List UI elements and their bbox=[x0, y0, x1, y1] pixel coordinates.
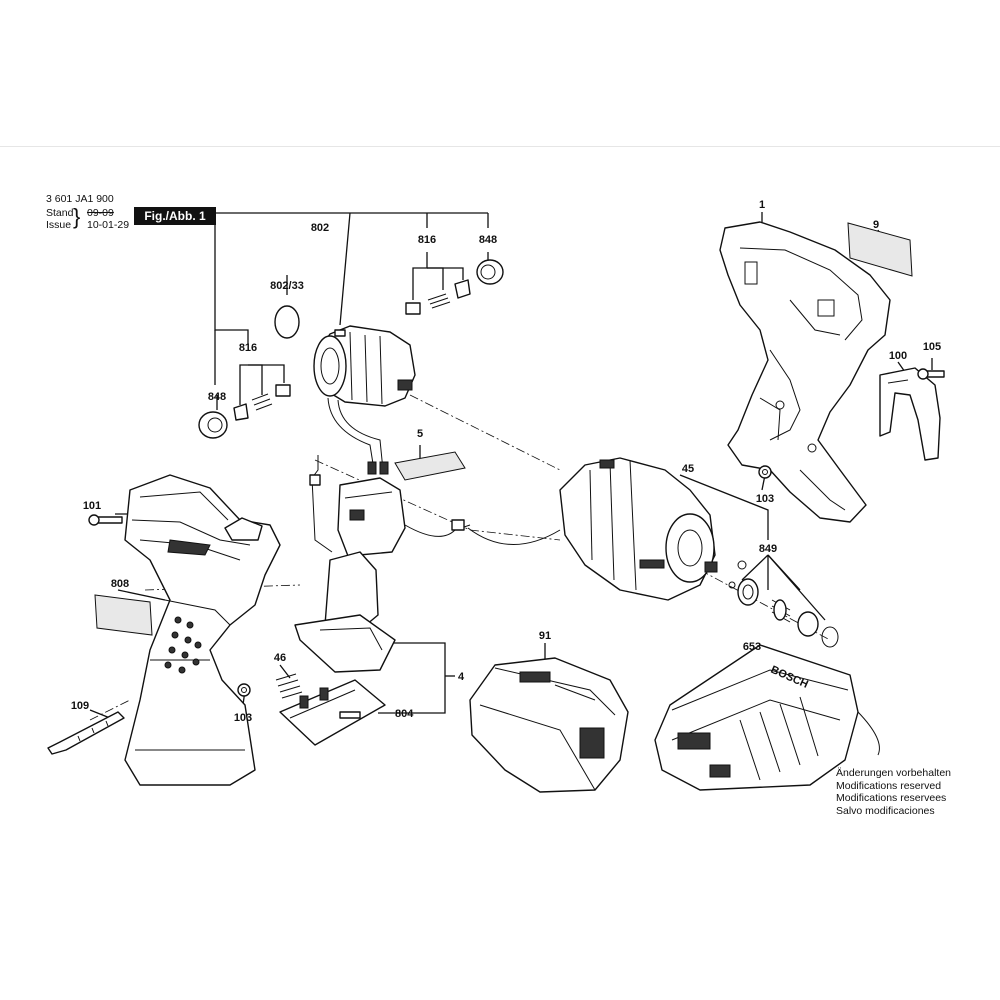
callout-816-upper: 816 bbox=[418, 234, 436, 246]
bearing-lower bbox=[198, 411, 228, 439]
date-brace: } bbox=[73, 204, 81, 229]
callout-849: 849 bbox=[759, 543, 777, 555]
callout-labels: 1 9 100 105 103 45 849 802 816 848 802/3… bbox=[71, 199, 941, 724]
callout-848-upper: 848 bbox=[479, 234, 497, 246]
chuck-parts bbox=[728, 560, 839, 648]
gear-housing bbox=[559, 457, 718, 601]
callout-103-upper: 103 bbox=[756, 493, 774, 505]
callout-848-lower: 848 bbox=[208, 391, 226, 403]
callout-101: 101 bbox=[83, 500, 101, 512]
stand-date: 09-09 bbox=[87, 207, 114, 219]
motor-assembly bbox=[313, 325, 416, 475]
top-rule bbox=[0, 146, 1000, 147]
modifications-line-de: Änderungen vorbehalten bbox=[836, 767, 952, 779]
callout-802: 802 bbox=[311, 222, 329, 234]
figure-badge: Fig./Abb. 1 bbox=[134, 207, 216, 225]
bearing-upper bbox=[476, 259, 504, 285]
part-number: 3 601 JA1 900 bbox=[46, 193, 114, 205]
nut-lower bbox=[237, 683, 251, 697]
modifications-note: Änderungen vorbehalten Modifications res… bbox=[836, 767, 951, 817]
carbon-brush-upper bbox=[405, 279, 471, 315]
callout-1: 1 bbox=[759, 199, 765, 211]
callout-653: 653 bbox=[743, 641, 761, 653]
callout-5: 5 bbox=[417, 428, 423, 440]
o-ring bbox=[274, 305, 300, 339]
callout-109: 109 bbox=[71, 700, 89, 712]
callout-45: 45 bbox=[682, 463, 694, 475]
tool-body bbox=[124, 474, 281, 786]
spring bbox=[275, 673, 303, 699]
callout-91: 91 bbox=[539, 630, 551, 642]
stand-label: Stand bbox=[46, 207, 74, 219]
issue-date: 10-01-29 bbox=[87, 219, 130, 231]
battery-pack bbox=[469, 657, 629, 793]
carbon-brush-lower bbox=[233, 384, 291, 421]
switch-cover bbox=[394, 451, 466, 481]
callout-802-33: 802/33 bbox=[270, 280, 304, 292]
leader-lines bbox=[89, 212, 933, 719]
modifications-line-fr: Modifications reservees bbox=[836, 792, 947, 804]
grip-texture bbox=[164, 616, 202, 674]
clip-screw bbox=[917, 368, 945, 380]
callout-46: 46 bbox=[274, 652, 286, 664]
switch-module bbox=[294, 455, 561, 673]
battery-contact-plate bbox=[279, 679, 386, 746]
callout-4: 4 bbox=[458, 671, 465, 683]
callout-808: 808 bbox=[111, 578, 129, 590]
screwdriver-bit bbox=[47, 711, 125, 755]
callout-816-lower: 816 bbox=[239, 342, 257, 354]
nameplate bbox=[94, 594, 153, 636]
modifications-line-en: Modifications reserved bbox=[836, 779, 942, 792]
belt-clip bbox=[879, 367, 941, 461]
callout-804: 804 bbox=[395, 708, 414, 720]
housing-half bbox=[719, 221, 891, 523]
issue-label: Issue bbox=[46, 219, 72, 231]
callout-105: 105 bbox=[923, 341, 941, 353]
callout-103-lower: 103 bbox=[234, 712, 252, 724]
callout-9: 9 bbox=[873, 219, 879, 231]
modifications-line-es: Salvo modificaciones bbox=[836, 804, 935, 817]
battery-charger bbox=[654, 644, 880, 791]
label-plate bbox=[847, 222, 913, 277]
nut-upper bbox=[758, 465, 772, 479]
callout-100: 100 bbox=[889, 350, 907, 362]
housing-screw bbox=[88, 514, 123, 526]
